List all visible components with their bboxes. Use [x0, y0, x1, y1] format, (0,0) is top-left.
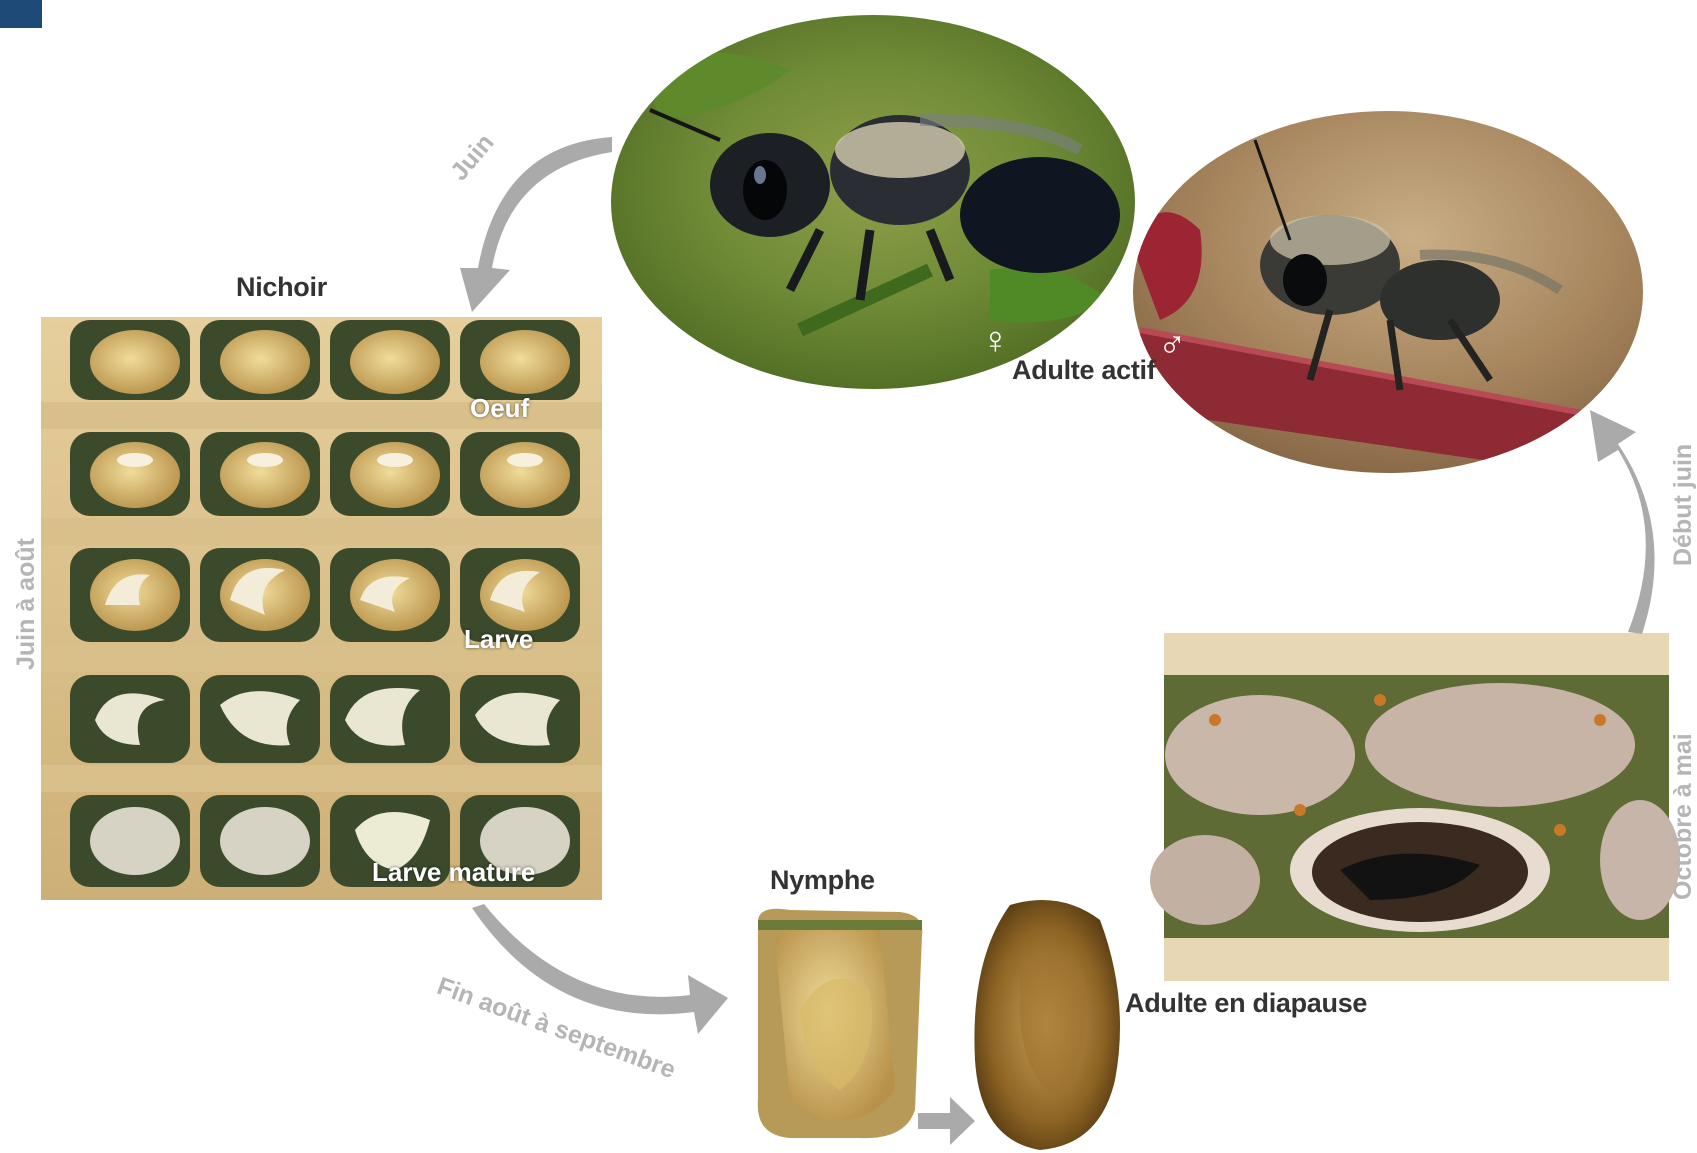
- label-diapause-adult: Adulte en diapause: [1125, 988, 1367, 1019]
- period-june-to-august: Juin à août: [12, 538, 41, 670]
- arrow-early-june: [1590, 410, 1655, 634]
- pupa-photo-1: [758, 909, 923, 1138]
- label-mature-larva: Larve mature: [372, 857, 535, 888]
- label-larva: Larve: [464, 624, 533, 655]
- male-adult-photo: [1130, 111, 1643, 480]
- period-october-to-may: Octobre à mai: [1669, 733, 1697, 900]
- pupa-photo-2: [974, 900, 1120, 1150]
- period-early-june: Début juin: [1669, 444, 1697, 566]
- label-nest: Nichoir: [236, 272, 327, 303]
- diapause-photo: [1150, 633, 1680, 981]
- female-symbol-icon: ♀: [981, 322, 1010, 360]
- label-active-adult: Adulte actif: [1012, 355, 1155, 386]
- male-symbol-icon: ♂: [1158, 325, 1187, 363]
- pupa-transition-arrow: [918, 1097, 975, 1145]
- label-egg: Oeuf: [470, 393, 529, 424]
- label-pupa: Nymphe: [770, 865, 875, 896]
- female-adult-photo: [611, 15, 1135, 389]
